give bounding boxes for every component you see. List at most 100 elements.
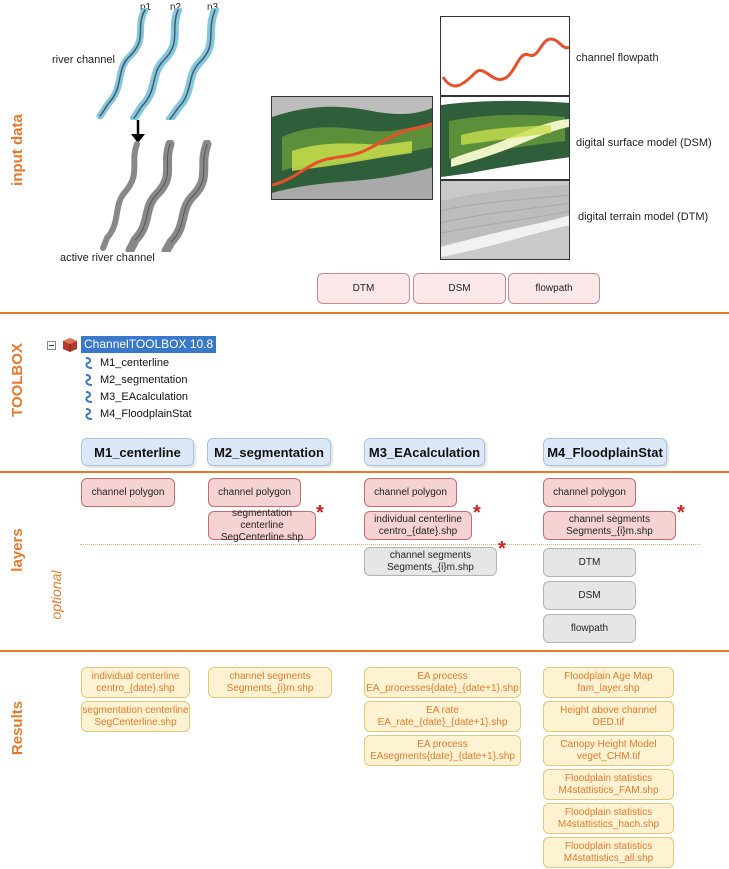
box-line-2: M4stattistics_all.shp (563, 852, 654, 864)
section-label-layers: layers (9, 528, 26, 572)
m4-result-floodplain-statistics-hach: Floodplain statistics M4stattistics_hach… (543, 803, 674, 834)
box-line-2: EA_rate_{date}_{date+1}.shp (377, 716, 508, 728)
toolbox-item-m4-floodplainstat[interactable]: M4_FloodplainStat (83, 408, 192, 420)
module-header-m4: M4_FloodplainStat (543, 438, 667, 466)
box-line-1: Floodplain Age Map (564, 670, 653, 682)
active-river-channel-label: active river channel (60, 252, 155, 264)
channel-flowpath-label: channel flowpath (576, 52, 659, 64)
arrow-down-icon (131, 120, 145, 143)
required-star: * (473, 502, 481, 524)
box-line-2: Segments_{i}m.shp (387, 561, 474, 573)
separator-toolbox-layers (0, 471, 729, 473)
box-line-2: fam_layer.shp (577, 682, 640, 694)
input-box-dtm: DTM (317, 273, 410, 304)
script-tool-icon (85, 374, 93, 386)
section-label-toolbox: TOOLBOX (9, 343, 26, 417)
script-tool-icon (85, 357, 93, 369)
m1-result-individual-centerline: individual centerline centro_{date}.shp (81, 667, 190, 698)
toolbox-item-label: M1_centerline (100, 357, 170, 369)
active-river-channel-drawing (100, 140, 212, 252)
river-channel-label: river channel (52, 54, 115, 66)
input-box-dsm: DSM (413, 273, 506, 304)
m4-optional-flowpath: flowpath (543, 614, 636, 643)
m3-layer-individual-centerline: individual centerline centro_{date}.shp (364, 511, 472, 540)
box-line-1: individual centerline (91, 670, 180, 682)
section-label-results: Results (9, 700, 26, 756)
m2-layer-segmentation-centerline: segmentation centerline SegCenterline.sh… (208, 507, 316, 543)
box-line-2: DED.tif (592, 716, 625, 728)
box-line-1: Canopy Height Model (560, 738, 657, 750)
toolbox-root[interactable]: ChannelTOOLBOX 10.8 (81, 336, 217, 353)
separator-layers-results (0, 650, 729, 652)
m4-layer-channel-segments: channel segments Segments_{i}m.shp (543, 511, 676, 540)
script-tool-icon (85, 408, 93, 420)
m4-optional-dsm: DSM (543, 581, 636, 610)
box-line-1: Floodplain statistics (564, 840, 653, 852)
box-line-2: Segments_{i}m.shp (566, 525, 653, 537)
box-line-1: EA process (417, 738, 468, 750)
dsm-image (440, 96, 570, 180)
module-header-m2: M2_segmentation (207, 438, 331, 466)
box-line-2: centro_{date}.shp (378, 525, 458, 537)
dsm-label: digital surface model (DSM) (576, 137, 712, 149)
separator-optional (80, 544, 700, 545)
dtm-label: digital terrain model (DTM) (578, 211, 709, 223)
required-star: * (677, 502, 685, 524)
section-label-optional: optional (48, 570, 64, 620)
flowpath-image (440, 16, 570, 96)
dtm-image (440, 180, 570, 260)
m4-layer-channel-polygon: channel polygon (543, 478, 636, 507)
box-line-2: M4stattistics_FAM.shp (558, 784, 659, 796)
required-star: * (316, 502, 324, 524)
toolbox-item-label: M2_segmentation (100, 374, 188, 386)
required-star: * (498, 538, 506, 560)
module-header-m1: M1_centerline (81, 438, 194, 466)
composite-map-image (271, 96, 433, 200)
box-line-1: segmentation centerline (82, 704, 189, 716)
m4-result-floodplain-statistics-all: Floodplain statistics M4stattistics_all.… (543, 837, 674, 868)
m4-result-floodplain-age-map: Floodplain Age Map fam_layer.shp (543, 667, 674, 698)
toolbox-item-m1-centerline[interactable]: M1_centerline (83, 357, 169, 369)
m3-optional-channel-segments: channel segments Segments_{i}m.shp (364, 547, 497, 576)
m2-layer-channel-polygon: channel polygon (208, 478, 301, 507)
box-line-1: individual centerline (374, 513, 462, 525)
box-line-2: SegCenterline.shp (220, 531, 304, 543)
m3-layer-channel-polygon: channel polygon (364, 478, 457, 507)
box-line-1: EA rate (426, 704, 459, 716)
box-line-1: channel segments (389, 549, 472, 561)
m4-optional-dtm: DTM (543, 548, 636, 577)
box-line-2: SegCenterline.shp (94, 716, 177, 728)
box-line-2: centro_{date}.shp (96, 682, 175, 694)
m4-result-floodplain-statistics-fam: Floodplain statistics M4stattistics_FAM.… (543, 769, 674, 800)
m3-result-ea-rate: EA rate EA_rate_{date}_{date+1}.shp (364, 701, 521, 732)
box-line-1: Height above channel (560, 704, 657, 716)
script-tool-icon (85, 391, 93, 403)
toolbox-icon (63, 338, 77, 352)
toolbox-item-m3-eacalculation[interactable]: M3_EAcalculation (83, 391, 188, 403)
separator-input-toolbox (0, 312, 729, 314)
m4-result-height-above-channel: Height above channel DED.tif (543, 701, 674, 732)
toolbox-item-m2-segmentation[interactable]: M2_segmentation (83, 374, 187, 386)
m2-result-channel-segments: channel segments Segments_{i}m.shp (208, 667, 332, 698)
box-line-2: EAsegments{date}_{date+1}.shp (370, 750, 515, 762)
box-line-1: segmentation centerline (231, 507, 293, 531)
m4-result-canopy-height-model: Canopy Height Model veget_CHM.tif (543, 735, 674, 766)
box-line-2: M4stattistics_hach.shp (557, 818, 660, 830)
m3-result-ea-process: EA process EA_processes{date}_{date+1}.s… (364, 667, 521, 698)
box-line-2: veget_CHM.tif (576, 750, 641, 762)
box-line-1: EA process (417, 670, 468, 682)
m1-layer-channel-polygon: channel polygon (81, 478, 175, 507)
m3-result-ea-segments: EA process EAsegments{date}_{date+1}.shp (364, 735, 521, 766)
river-channel-drawing (96, 8, 219, 120)
toolbox-item-label: M3_EAcalculation (100, 391, 189, 403)
input-box-flowpath: flowpath (508, 273, 600, 304)
box-line-1: Floodplain statistics (564, 806, 653, 818)
m1-result-segmentation-centerline: segmentation centerline SegCenterline.sh… (81, 701, 190, 732)
box-line-2: Segments_{i}m.shp (226, 682, 314, 694)
box-line-2: EA_processes{date}_{date+1}.shp (366, 682, 519, 694)
box-line-1: channel segments (229, 670, 311, 682)
module-header-m3: M3_EAcalculation (364, 438, 485, 466)
toolbox-collapse-icon[interactable] (47, 341, 56, 350)
toolbox-item-label: M4_FloodplainStat (100, 408, 192, 420)
box-line-1: channel segments (568, 513, 651, 525)
